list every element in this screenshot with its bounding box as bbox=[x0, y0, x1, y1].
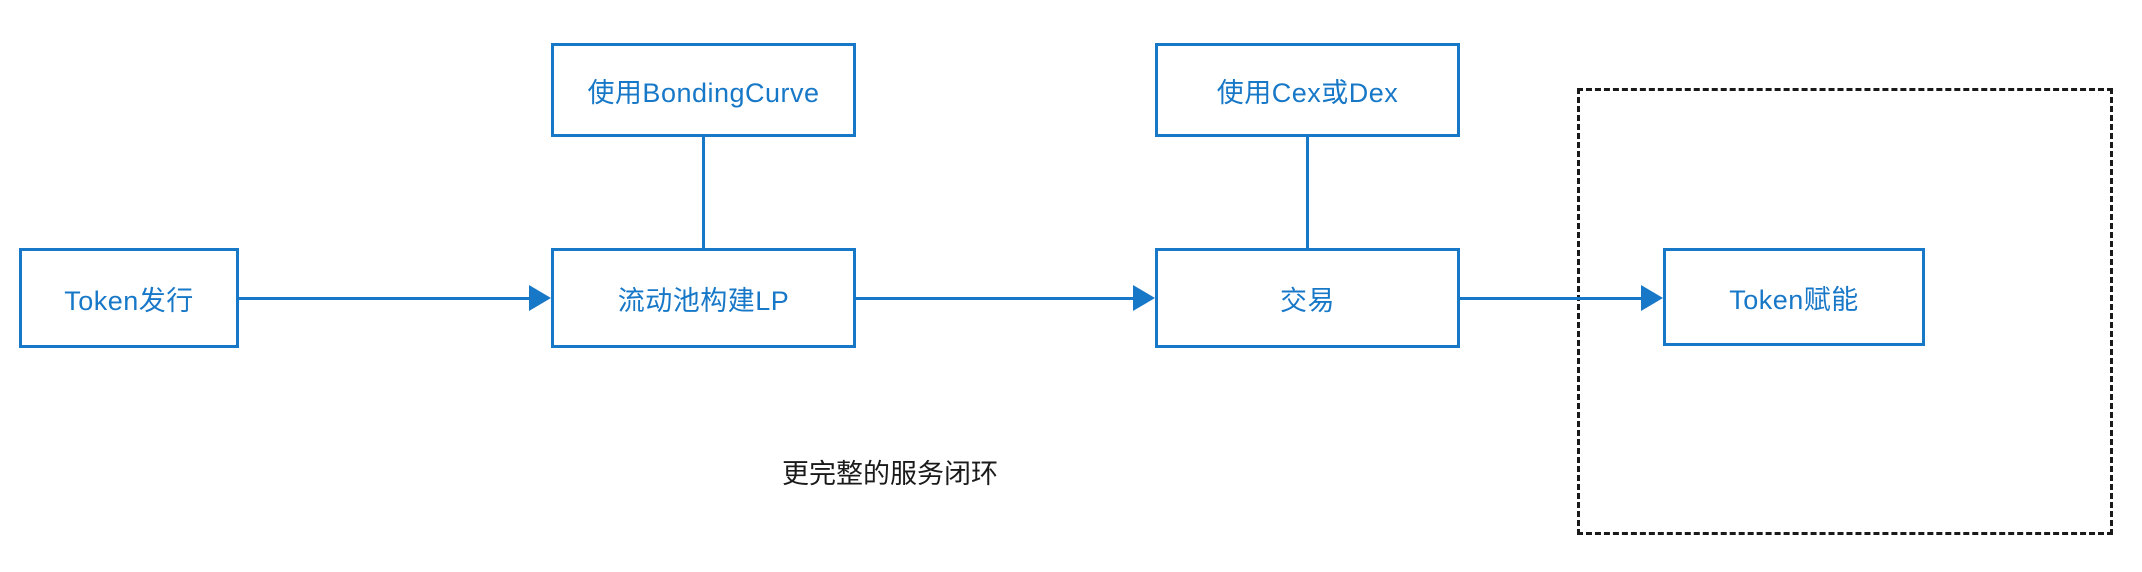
node-liquidity-pool-label: 流动池构建LP bbox=[617, 285, 790, 316]
node-cex-or-dex[interactable]: 使用Cex或Dex bbox=[1155, 43, 1460, 137]
node-token-empower[interactable]: Token赋能 bbox=[1663, 248, 1925, 346]
diagram-caption: 更完整的服务闭环 bbox=[782, 459, 998, 489]
arrowhead-into-liquidity-pool bbox=[529, 285, 551, 311]
edge-liquidity-pool-to-trade bbox=[856, 297, 1133, 300]
edge-cex-or-dex-to-trade bbox=[1306, 137, 1309, 248]
node-bonding-curve[interactable]: 使用BondingCurve bbox=[551, 43, 856, 137]
node-trade-label: 交易 bbox=[1280, 285, 1335, 316]
edge-token-issue-to-liquidity-pool bbox=[239, 297, 529, 300]
node-liquidity-pool[interactable]: 流动池构建LP bbox=[551, 248, 856, 348]
node-token-issue-label: Token发行 bbox=[64, 285, 194, 316]
arrowhead-into-trade bbox=[1133, 285, 1155, 311]
node-token-empower-label: Token赋能 bbox=[1729, 284, 1859, 315]
node-bonding-curve-label: 使用BondingCurve bbox=[587, 77, 820, 108]
node-trade[interactable]: 交易 bbox=[1155, 248, 1460, 348]
dashed-group-container bbox=[1577, 88, 2113, 535]
edge-bonding-curve-to-liquidity-pool bbox=[702, 137, 705, 248]
arrowhead-into-token-empower bbox=[1641, 285, 1663, 311]
edge-trade-to-token-empower bbox=[1460, 297, 1641, 300]
node-token-issue[interactable]: Token发行 bbox=[19, 248, 239, 348]
node-cex-or-dex-label: 使用Cex或Dex bbox=[1216, 77, 1399, 108]
